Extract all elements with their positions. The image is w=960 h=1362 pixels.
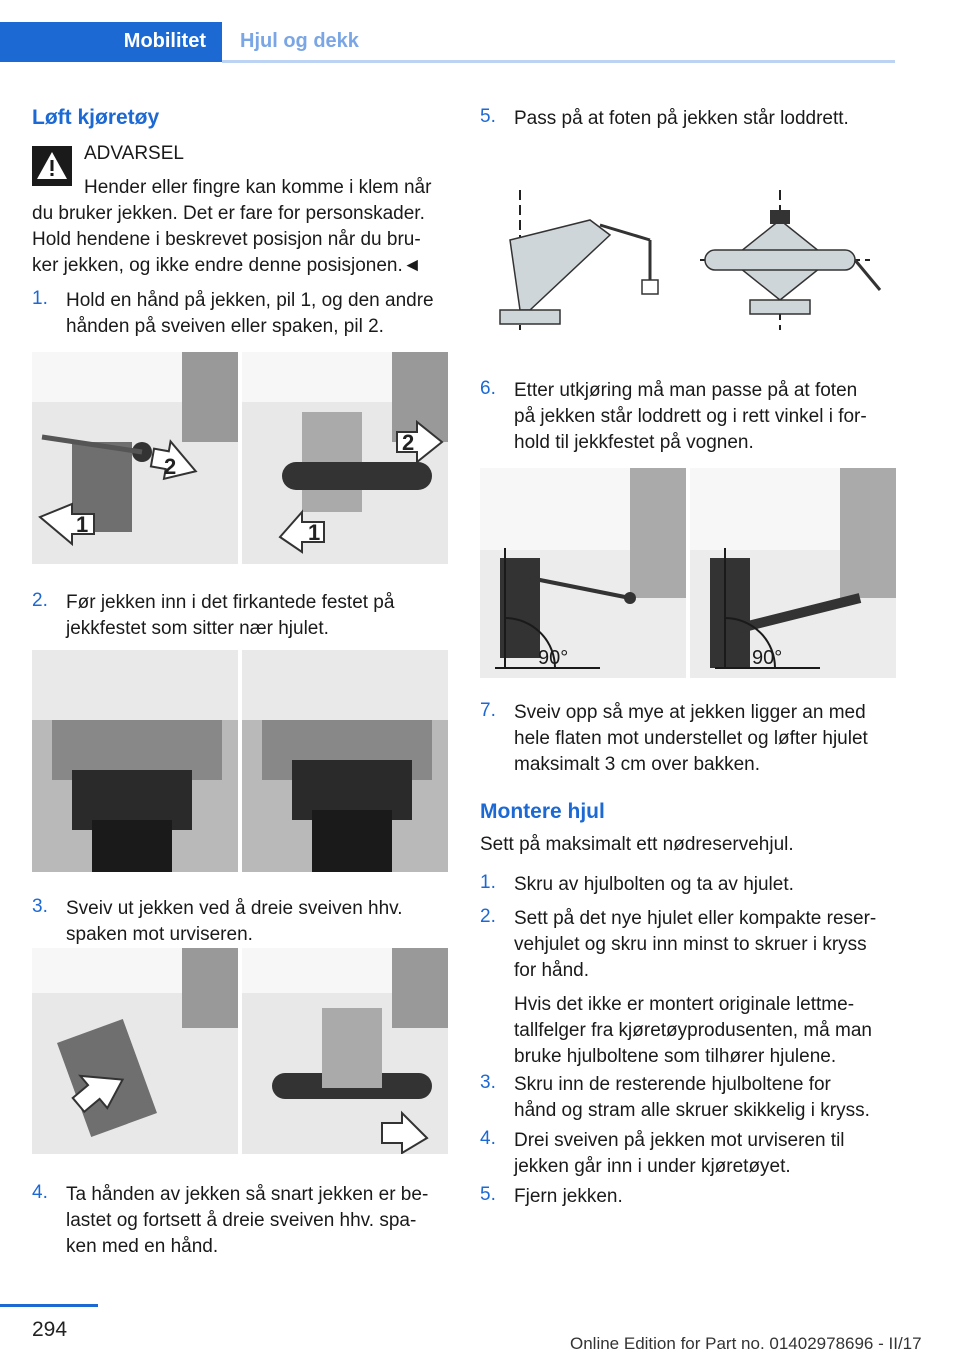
- tab-hjul-og-dekk[interactable]: Hjul og dekk: [240, 30, 359, 52]
- step-text: på jekken står loddrett og i rett vinkel…: [514, 406, 867, 427]
- tab-mobilitet[interactable]: Mobilitet: [0, 22, 222, 62]
- step-text: for hånd.: [514, 960, 589, 981]
- step-number: 3.: [480, 1072, 496, 1093]
- angle-label: 90°: [752, 647, 782, 669]
- warning-icon: [32, 146, 72, 186]
- step-text: Hold en hånd på jekken, pil 1, og den an…: [66, 290, 434, 311]
- step-number: 2.: [32, 590, 48, 611]
- step-number: 2.: [480, 906, 496, 927]
- section-heading-mount-wheel: Montere hjul: [480, 800, 605, 823]
- step-number: 5.: [480, 106, 496, 127]
- step-number: 3.: [32, 896, 48, 917]
- step-text: hånden på sveiven eller spaken, pil 2.: [66, 316, 384, 337]
- arrow-label-1: 1: [308, 520, 320, 545]
- note-text: tallfelger fra kjøretøyprodusenten, må m…: [514, 1020, 872, 1041]
- figure-crank-jack: [32, 948, 448, 1154]
- warning-label: ADVARSEL: [84, 143, 184, 164]
- page-header: Mobilitet Hjul og dekk: [0, 22, 895, 63]
- step-text: Skru av hjulbolten og ta av hjulet.: [514, 874, 794, 895]
- step-text: ken med en hånd.: [66, 1236, 219, 1257]
- step-text: Sveiv ut jekken ved å dreie sveiven hhv.: [66, 898, 403, 919]
- step-number: 1.: [32, 288, 48, 309]
- step-number: 5.: [480, 1184, 496, 1205]
- step-text: lastet og fortsett å dreie sveiven hhv. …: [66, 1210, 417, 1231]
- step-text: jekken går inn i under kjøretøyet.: [514, 1156, 791, 1177]
- step-number: 1.: [480, 872, 496, 893]
- figure-hold-jack: 1 2 2 1: [32, 352, 448, 564]
- note-text: bruke hjulboltene som tilhører hjulene.: [514, 1046, 837, 1067]
- step-text: hold til jekkfestet på vognen.: [514, 432, 754, 453]
- step-text: Etter utkjøring må man passe på at foten: [514, 380, 858, 401]
- step-number: 6.: [480, 378, 496, 399]
- header-rule: [222, 60, 895, 63]
- angle-label: 90°: [538, 647, 568, 669]
- step-text: hele flaten mot understellet og løfter h…: [514, 728, 868, 749]
- footer-rule: [0, 1304, 98, 1307]
- figure-insert-jack: [32, 650, 448, 872]
- step-number: 4.: [480, 1128, 496, 1149]
- step-text: Pass på at foten på jekken står loddrett…: [514, 108, 849, 129]
- step-text: jekkfestet som sitter nær hjulet.: [66, 618, 329, 639]
- step-text: Drei sveiven på jekken mot urviseren til: [514, 1130, 845, 1151]
- intro-text: Sett på maksimalt ett nødreservehjul.: [480, 834, 794, 855]
- step-text: Ta hånden av jekken så snart jekken er b…: [66, 1184, 429, 1205]
- arrow-label-2: 2: [164, 454, 176, 479]
- step-text: Sveiv opp så mye at jekken ligger an med: [514, 702, 866, 723]
- warning-text-line: Hold hendene i beskrevet posisjon når du…: [32, 229, 421, 250]
- step-text: hånd og stram alle skruer skikkelig i kr…: [514, 1100, 870, 1121]
- warning-text-line: du bruker jekken. Det er fare for person…: [32, 203, 425, 224]
- step-text: spaken mot urviseren.: [66, 924, 253, 945]
- step-text: maksimalt 3 cm over bakken.: [514, 754, 761, 775]
- arrow-label-1: 1: [76, 512, 88, 537]
- page-number: 294: [32, 1318, 68, 1341]
- figure-jack-vertical: [480, 180, 896, 342]
- step-number: 7.: [480, 700, 496, 721]
- step-text: Skru inn de resterende hjulboltene for: [514, 1074, 831, 1095]
- warning-text-line: Hender eller fingre kan komme i klem når: [84, 177, 432, 198]
- figure-jack-90-degrees: 90° 90°: [480, 468, 896, 678]
- step-text: Før jekken inn i det firkantede festet p…: [66, 592, 395, 613]
- step-number: 4.: [32, 1182, 48, 1203]
- step-text: Sett på det nye hjulet eller kompakte re…: [514, 908, 877, 929]
- warning-text-line: ker jekken, og ikke endre denne posisjon…: [32, 255, 422, 276]
- step-text: Fjern jekken.: [514, 1186, 623, 1207]
- section-heading-lift: Løft kjøretøy: [32, 106, 160, 129]
- note-text: Hvis det ikke er montert originale lettm…: [514, 994, 855, 1015]
- edition-text: Online Edition for Part no. 01402978696 …: [570, 1334, 922, 1353]
- step-text: vehjulet og skru inn minst to skruer i k…: [514, 934, 867, 955]
- arrow-label-2: 2: [402, 430, 414, 455]
